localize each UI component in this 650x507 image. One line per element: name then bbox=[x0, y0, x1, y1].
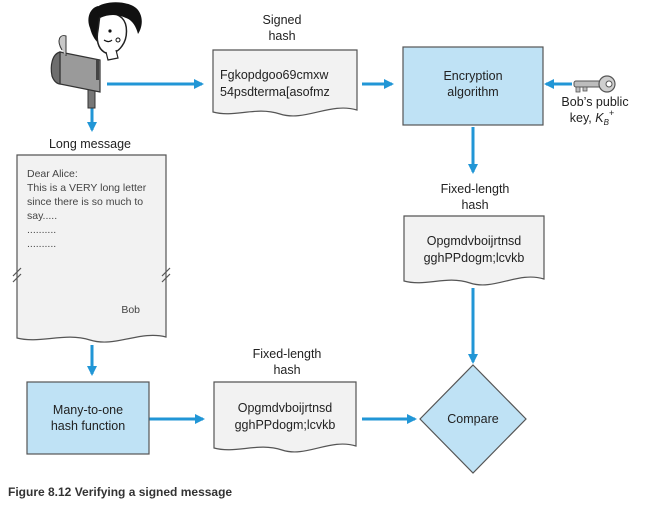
compare-diamond: Compare bbox=[419, 364, 527, 474]
fixed-hash-top-label-line1: Fixed-length bbox=[441, 182, 510, 196]
bobs-key-label-line1: Bob’s public bbox=[561, 95, 628, 109]
encryption-algorithm-box: Encryption algorithm bbox=[402, 46, 544, 126]
arrows bbox=[87, 79, 572, 424]
fixed-hash-bottom-label-line2: hash bbox=[273, 363, 300, 377]
decrypted-hash-value-line2: gghPPdogm;lcvkb bbox=[424, 251, 525, 265]
fixed-hash-top-label-line2: hash bbox=[461, 198, 488, 212]
bobs-key-label-text: key, bbox=[570, 111, 595, 125]
key-subscript: B bbox=[604, 118, 610, 127]
letter-signature: Bob bbox=[121, 304, 140, 316]
decrypted-hash-document: Opgmdvboijrtnsd gghPPdogm;lcvkb bbox=[403, 215, 545, 286]
mailbox-icon bbox=[50, 35, 101, 109]
key-symbol: K bbox=[595, 111, 604, 125]
long-message-letter: Dear Alice: This is a VERY long letter s… bbox=[12, 154, 171, 343]
decrypted-hash-value-line1: Opgmdvboijrtnsd bbox=[427, 234, 522, 248]
computed-hash-value-line1: Opgmdvboijrtnsd bbox=[238, 401, 333, 415]
letter-line-4: say..... bbox=[27, 210, 57, 222]
signed-hash-label-line2: hash bbox=[268, 29, 295, 43]
computed-hash-value-line2: gghPPdogm;lcvkb bbox=[235, 418, 336, 432]
figure-caption: Figure 8.12 Verifying a signed message bbox=[8, 485, 232, 499]
encryption-label-line1: Encryption bbox=[443, 69, 502, 83]
letter-line-3: since there is so much to bbox=[27, 196, 143, 208]
signed-hash-value-line1: Fgkopdgoo69cmxw bbox=[220, 68, 329, 82]
woman-face-icon bbox=[88, 2, 142, 61]
signed-hash-document: Fgkopdgoo69cmxw 54psdterma[asofmz bbox=[212, 49, 358, 117]
fixed-hash-bottom-label-line1: Fixed-length bbox=[253, 347, 322, 361]
letter-line-5: .......... bbox=[27, 224, 56, 236]
letter-line-1: Dear Alice: bbox=[27, 168, 78, 180]
letter-line-6: .......... bbox=[27, 238, 56, 250]
compare-label: Compare bbox=[447, 412, 498, 426]
key-superscript: + bbox=[609, 108, 614, 118]
signed-hash-value-line2: 54psdterma[asofmz bbox=[220, 85, 330, 99]
encryption-label-line2: algorithm bbox=[447, 85, 498, 99]
key-icon bbox=[573, 75, 616, 93]
bobs-key-label-line2: key, KB+ bbox=[570, 108, 614, 127]
hash-function-box: Many-to-one hash function bbox=[26, 381, 150, 455]
hash-function-label-line1: Many-to-one bbox=[53, 403, 123, 417]
hash-function-label-line2: hash function bbox=[51, 419, 125, 433]
long-message-label: Long message bbox=[49, 137, 131, 151]
computed-hash-document: Opgmdvboijrtnsd gghPPdogm;lcvkb bbox=[213, 381, 357, 453]
letter-line-2: This is a VERY long letter bbox=[27, 182, 147, 194]
signed-hash-label-line1: Signed bbox=[263, 13, 302, 27]
page-break-marks bbox=[12, 267, 171, 283]
